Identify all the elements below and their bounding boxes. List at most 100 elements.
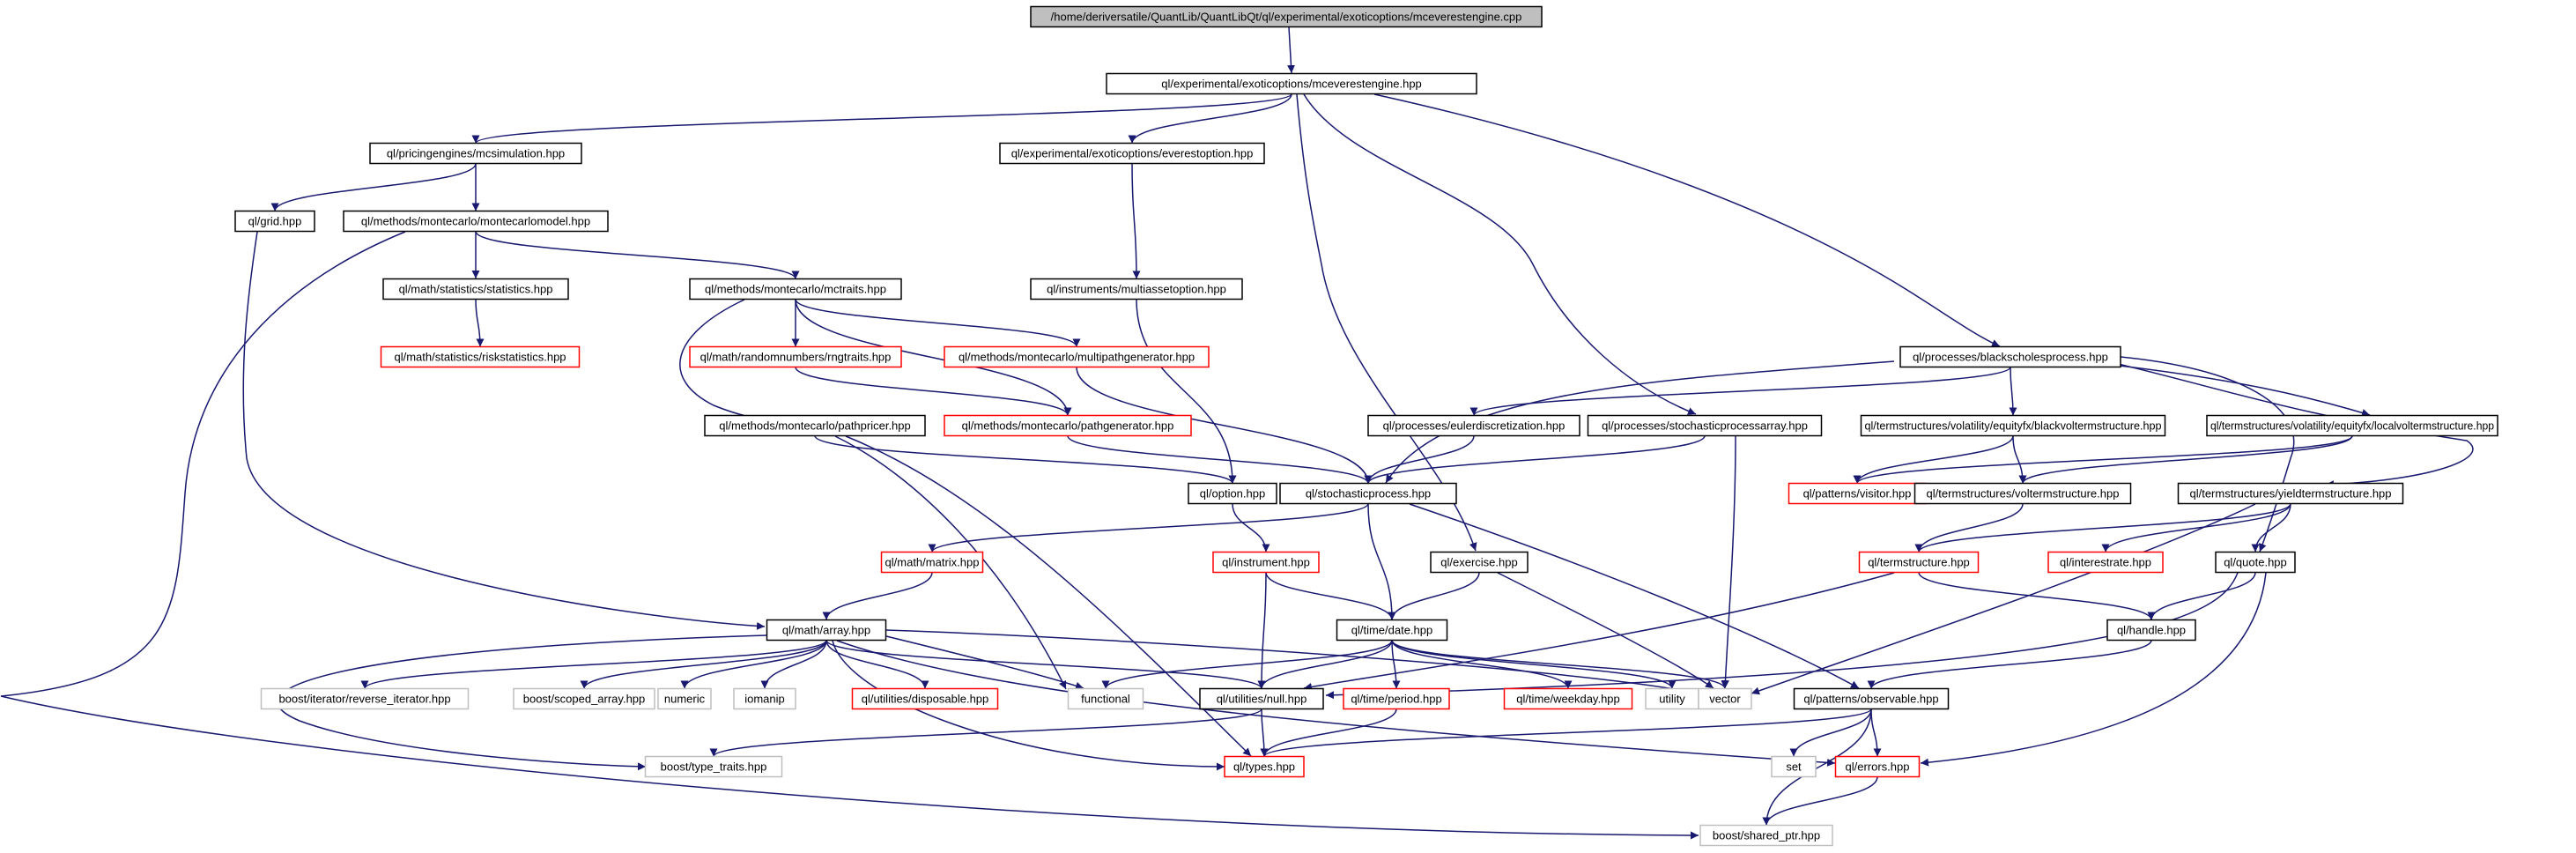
node-interest[interactable]: ql/interestrate.hpp	[2047, 551, 2164, 574]
node-quote[interactable]: ql/quote.hpp	[2215, 551, 2296, 574]
edge-mcev-to-mcsim	[471, 93, 1292, 145]
node-bsp[interactable]: ql/processes/blackscholesprocess.hpp	[1899, 345, 2121, 368]
node-label: ql/option.hpp	[1200, 487, 1265, 501]
node-array[interactable]: ql/math/array.hpp	[766, 619, 887, 642]
node-multiasset[interactable]: ql/instruments/multiassetoption.hpp	[1030, 278, 1243, 300]
node-handle[interactable]: ql/handle.hpp	[2106, 619, 2196, 642]
node-riskstats[interactable]: ql/math/statistics/riskstatistics.hpp	[380, 345, 581, 368]
node-box	[704, 414, 926, 437]
node-instrument[interactable]: ql/instrument.hpp	[1212, 551, 1320, 574]
edge-line	[1721, 435, 1736, 689]
node-box	[1860, 414, 2166, 437]
node-pathpricer[interactable]: ql/methods/montecarlo/pathpricer.hpp	[704, 414, 926, 437]
edge-bsp-to-bvts	[2009, 367, 2017, 416]
edge-line	[1391, 640, 1573, 689]
node-scoped: boost/scoped_array.hpp	[513, 687, 655, 710]
node-spa[interactable]: ql/processes/stochasticprocessarray.hpp	[1587, 414, 1823, 437]
node-box	[1279, 482, 1457, 505]
edge-array-to-numeric	[680, 640, 827, 689]
edge-line	[822, 572, 933, 620]
edge-line	[1296, 93, 1477, 552]
node-box	[2215, 551, 2296, 574]
node-box	[2177, 482, 2404, 505]
node-matrix[interactable]: ql/math/matrix.hpp	[880, 551, 984, 574]
edge-line	[1101, 640, 1393, 689]
node-rngtraits[interactable]: ql/math/randomnumbers/rngtraits.hpp	[689, 345, 902, 368]
node-box	[733, 687, 796, 710]
node-label: iomanip	[744, 693, 785, 706]
node-pathgen[interactable]: ql/methods/montecarlo/pathgenerator.hpp	[944, 414, 1192, 437]
node-box	[1858, 551, 1980, 574]
edge-line	[2251, 503, 2291, 553]
edge-line	[2120, 356, 2295, 553]
edge-yts-to-interest	[2101, 503, 2291, 553]
node-lvts[interactable]: ql/termstructures/volatility/equityfx/lo…	[2206, 414, 2498, 437]
edge-handle-to-observable	[1867, 640, 2152, 689]
node-box	[766, 619, 887, 642]
edge-yts-to-quote	[2251, 503, 2291, 553]
node-root[interactable]: /home/deriversatile/QuantLib/QuantLibQt/…	[1030, 5, 1543, 28]
node-label: ql/grid.hpp	[248, 215, 302, 228]
node-mctraits[interactable]: ql/methods/montecarlo/mctraits.hpp	[689, 278, 902, 300]
edge-line	[1364, 435, 1475, 484]
node-date[interactable]: ql/time/date.hpp	[1336, 619, 1448, 642]
edge-lvts-to-vts	[2018, 435, 2353, 484]
edge-mcev-to-exercise	[1296, 93, 1477, 552]
node-box	[1343, 687, 1450, 710]
node-mcev[interactable]: ql/experimental/exoticoptions/mcevereste…	[1106, 72, 1477, 95]
node-types[interactable]: ql/types.hpp	[1224, 755, 1305, 778]
edge-mcmodel-to-sharedptr	[0, 231, 1699, 840]
node-visitor[interactable]: ql/patterns/visitor.hpp	[1788, 482, 1927, 505]
edge-date-to-null	[1257, 640, 1393, 689]
edge-array-to-null	[825, 640, 1266, 689]
node-mcmodel[interactable]: ql/methods/montecarlo/montecarlomodel.hp…	[343, 210, 609, 233]
edge-period-to-types	[1260, 708, 1397, 757]
node-period[interactable]: ql/time/period.hpp	[1343, 687, 1450, 710]
node-label: ql/termstructure.hpp	[1868, 556, 1970, 569]
edge-line	[1303, 572, 1895, 691]
node-euler[interactable]: ql/processes/eulerdiscretization.hpp	[1367, 414, 1580, 437]
node-everest[interactable]: ql/experimental/exoticoptions/everestopt…	[999, 142, 1265, 165]
node-box	[1503, 687, 1633, 710]
node-errors[interactable]: ql/errors.hpp	[1834, 755, 1921, 778]
node-disposable[interactable]: ql/utilities/disposable.hpp	[851, 687, 999, 710]
edge-line	[1388, 572, 1480, 620]
node-multipath[interactable]: ql/methods/montecarlo/multipathgenerator…	[944, 345, 1210, 368]
edge-date-to-period	[1391, 640, 1401, 689]
node-box	[1587, 414, 1823, 437]
edge-vts-to-ts	[1914, 503, 2024, 553]
node-box	[2047, 551, 2164, 574]
node-vts[interactable]: ql/termstructures/voltermstructure.hpp	[1913, 482, 2132, 505]
node-label: ql/time/date.hpp	[1351, 624, 1433, 637]
node-null[interactable]: ql/utilities/null.hpp	[1199, 687, 1324, 710]
node-bvts[interactable]: ql/termstructures/volatility/equityfx/bl…	[1860, 414, 2166, 437]
node-weekday[interactable]: ql/time/weekday.hpp	[1503, 687, 1633, 710]
node-box	[1106, 72, 1477, 95]
node-box	[1199, 687, 1324, 710]
node-mcsim[interactable]: ql/pricingengines/mcsimulation.hpp	[369, 142, 582, 165]
node-yts[interactable]: ql/termstructures/yieldtermstructure.hpp	[2177, 482, 2404, 505]
edge-line	[2096, 362, 2371, 417]
edge-errors-to-sharedptr	[1762, 776, 1878, 826]
node-ts[interactable]: ql/termstructure.hpp	[1858, 551, 1980, 574]
node-sp[interactable]: ql/stochasticprocess.hpp	[1279, 482, 1457, 505]
node-sharedptr: boost/shared_ptr.hpp	[1699, 824, 1833, 847]
node-option[interactable]: ql/option.hpp	[1188, 482, 1277, 505]
edge-ts-to-null	[1303, 572, 1895, 691]
node-grid[interactable]: ql/grid.hpp	[234, 210, 315, 233]
node-observable[interactable]: ql/patterns/observable.hpp	[1793, 687, 1950, 710]
node-label: ql/types.hpp	[1233, 760, 1295, 774]
edge-array-to-disposable	[825, 640, 929, 689]
edge-line	[1303, 93, 1697, 415]
node-stats[interactable]: ql/math/statistics/statistics.hpp	[382, 278, 569, 300]
edge-line	[1853, 434, 2353, 485]
node-exercise[interactable]: ql/exercise.hpp	[1430, 551, 1529, 574]
edge-line	[1260, 708, 1397, 757]
edge-line	[0, 231, 1699, 840]
node-label: ql/math/randomnumbers/rngtraits.hpp	[700, 351, 892, 364]
edge-bsp-to-euler	[1469, 366, 2011, 417]
node-label: boost/shared_ptr.hpp	[1713, 829, 1820, 842]
edge-mctraits-to-pathgen	[795, 299, 1072, 416]
node-typetraits: boost/type_traits.hpp	[644, 755, 783, 778]
node-label: ql/errors.hpp	[1846, 760, 1910, 774]
